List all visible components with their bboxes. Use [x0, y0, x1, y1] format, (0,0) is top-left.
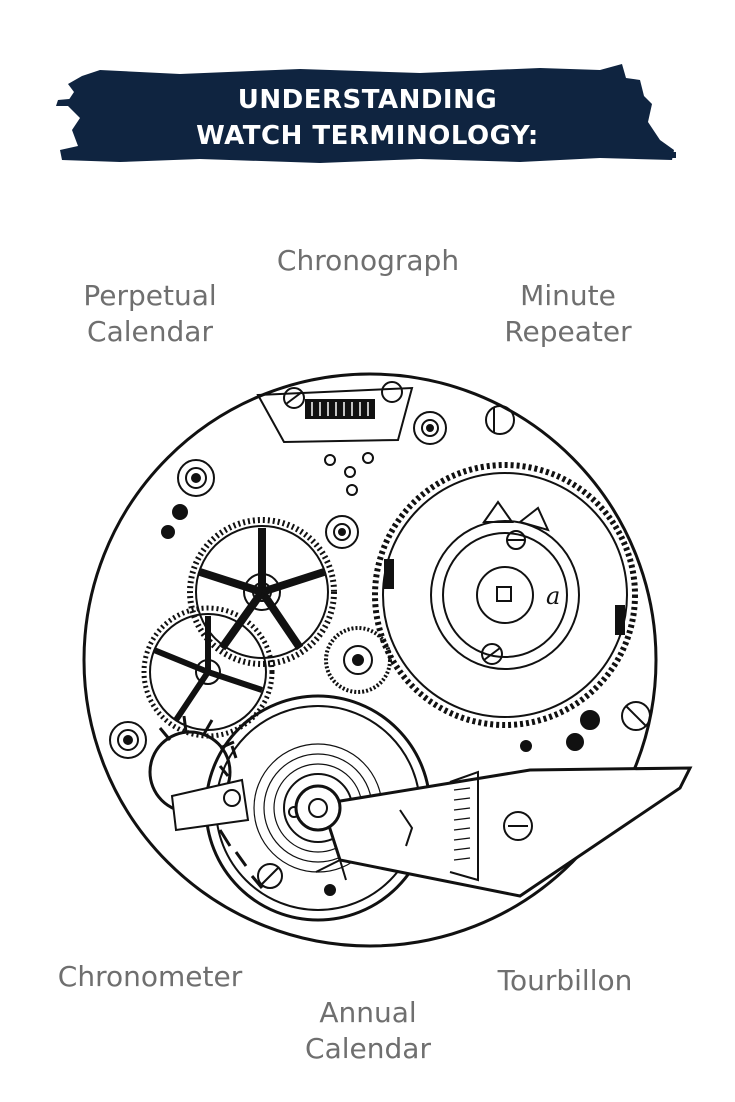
jewel-center — [325, 515, 359, 549]
header-banner — [56, 64, 676, 163]
screw-top-right — [381, 381, 403, 403]
jewel-top-right — [413, 411, 447, 445]
brush-stroke-shape — [60, 64, 674, 163]
label-tourbillon: Tourbillon — [497, 964, 633, 997]
label-chronograph: Chronograph — [276, 244, 460, 277]
label-chronometer: Chronometer — [57, 960, 243, 993]
page-title: UNDERSTANDING WATCH TERMINOLOGY: — [0, 82, 735, 154]
watch-movement-illustration: a — [82, 372, 693, 948]
label-annual-calendar: Annual Calendar — [305, 996, 431, 1065]
jewel-left-upper — [177, 459, 215, 497]
barrel-screw-bottom — [481, 643, 503, 665]
main-plate — [82, 372, 658, 948]
balance-screw — [257, 863, 283, 889]
screw-top-left — [283, 387, 305, 409]
label-perpetual-calendar: Perpetual Calendar — [83, 279, 217, 348]
label-minute-repeater: Minute Repeater — [504, 279, 632, 348]
balance-mark-a: a — [546, 582, 560, 610]
title-line-1: UNDERSTANDING — [237, 85, 498, 115]
barrel-wheel — [372, 462, 638, 728]
regulator-screw — [503, 811, 533, 841]
screw-right-top — [485, 405, 515, 435]
barrel-screw-top — [506, 530, 526, 550]
screw-right-mid — [621, 701, 651, 731]
rack-teeth — [305, 399, 375, 419]
fourth-wheel — [324, 626, 392, 694]
jewel-left-lower — [109, 721, 147, 759]
top-bridge — [256, 386, 414, 444]
centre-wheel — [187, 517, 337, 667]
balance-cock-jewel — [294, 784, 342, 832]
title-line-2: WATCH TERMINOLOGY: — [196, 121, 539, 151]
